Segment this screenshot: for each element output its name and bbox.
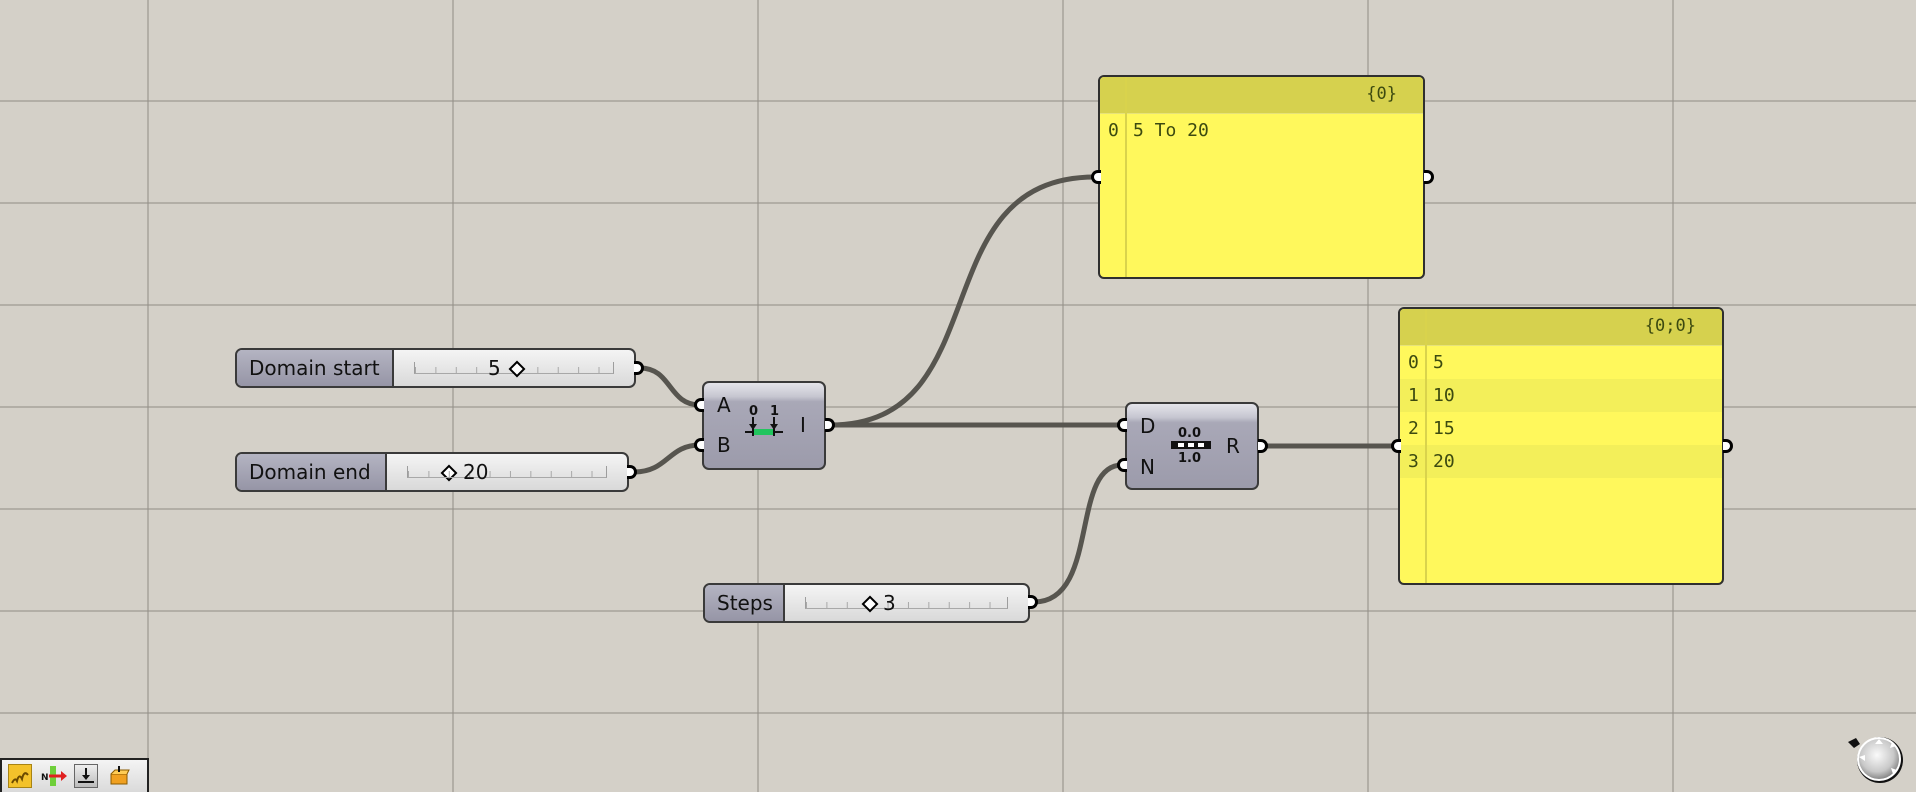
panel-input-grip[interactable]: [1091, 170, 1101, 184]
input-b-label: B: [717, 433, 731, 457]
icon-label: 1.0: [1178, 451, 1201, 466]
row-value: 10: [1433, 385, 1455, 406]
row-index: 0: [1108, 120, 1119, 141]
construct-domain-component[interactable]: A B I 0 1: [702, 381, 826, 470]
input-grip-d[interactable]: [1117, 418, 1127, 432]
bake-button[interactable]: [74, 764, 98, 788]
icon-label: 0.0: [1178, 426, 1201, 441]
slider-label: Domain end: [237, 454, 387, 490]
row-value: 15: [1433, 418, 1455, 439]
output-i-label: I: [800, 413, 806, 437]
slider-rail: [407, 466, 607, 478]
align-button[interactable]: N: [41, 764, 67, 788]
panel-output-grip[interactable]: [1424, 170, 1434, 184]
package-button[interactable]: [107, 764, 131, 788]
package-icon: [110, 766, 130, 785]
slider-label: Steps: [705, 585, 785, 621]
panel-range-output[interactable]: {0;0} 0 5 1 10 2 15 3 20: [1398, 307, 1724, 585]
slider-value: 5: [488, 356, 501, 380]
slider-value: 20: [463, 460, 489, 484]
slider-domain-end[interactable]: Domain end 20: [235, 452, 629, 492]
panel-domain-output[interactable]: {0} 0 5 To 20: [1098, 75, 1425, 279]
slider-value: 3: [883, 591, 896, 615]
panel-data-path: {0}: [1366, 84, 1397, 104]
row-index: 3: [1408, 451, 1419, 472]
input-n-label: N: [1140, 455, 1155, 479]
input-a-label: A: [717, 393, 731, 417]
panel-header: {0}: [1100, 77, 1423, 114]
range-component[interactable]: D N R 0.0 1.0: [1125, 402, 1259, 490]
panel-data-path: {0;0}: [1644, 316, 1696, 336]
panel-row: 0 5: [1400, 346, 1722, 379]
navigation-wheel[interactable]: [1846, 730, 1906, 786]
row-value: 5 To 20: [1133, 120, 1209, 141]
icon-label: 0: [749, 404, 758, 419]
slider-track[interactable]: 20: [387, 454, 627, 490]
panel-index-divider: [1125, 77, 1127, 277]
slider-rail: [805, 597, 1008, 609]
output-grip[interactable]: [627, 465, 637, 479]
panel-index-divider: [1425, 309, 1427, 583]
output-grip-r[interactable]: [1258, 439, 1268, 453]
slider-domain-start[interactable]: Domain start 5: [235, 348, 636, 388]
slider-track[interactable]: 3: [785, 585, 1028, 621]
input-grip-a[interactable]: [694, 398, 704, 412]
bake-icon: [78, 768, 94, 783]
slider-steps[interactable]: Steps 3: [703, 583, 1030, 623]
sketch-icon: [11, 772, 29, 784]
panel-row: 0 5 To 20: [1100, 114, 1423, 147]
input-d-label: D: [1140, 414, 1156, 438]
range-icon: 0.0 1.0: [1171, 426, 1211, 466]
panel-row: 2 15: [1400, 412, 1722, 445]
panel-input-grip[interactable]: [1391, 439, 1401, 453]
navigation-wheel-icon: [1848, 737, 1903, 783]
construct-domain-icon: 0 1: [745, 404, 783, 436]
align-icon: N: [41, 766, 67, 786]
slider-track[interactable]: 5: [394, 350, 634, 386]
output-grip-i[interactable]: [825, 418, 835, 432]
icon-label: 1: [770, 404, 779, 419]
output-r-label: R: [1226, 434, 1240, 458]
panel-output-grip[interactable]: [1723, 439, 1733, 453]
panel-row: 1 10: [1400, 379, 1722, 412]
svg-text:N: N: [41, 773, 49, 783]
sketch-button[interactable]: [8, 764, 32, 788]
row-index: 1: [1408, 385, 1419, 406]
row-index: 2: [1408, 418, 1419, 439]
input-grip-b[interactable]: [694, 438, 704, 452]
output-grip[interactable]: [634, 361, 644, 375]
input-grip-n[interactable]: [1117, 458, 1127, 472]
panel-row: 3 20: [1400, 445, 1722, 478]
panel-header: {0;0}: [1400, 309, 1722, 346]
row-index: 0: [1408, 352, 1419, 373]
output-grip[interactable]: [1028, 595, 1038, 609]
row-value: 20: [1433, 451, 1455, 472]
row-value: 5: [1433, 352, 1444, 373]
slider-label: Domain start: [237, 350, 394, 386]
canvas-toolbar: N: [0, 758, 149, 792]
